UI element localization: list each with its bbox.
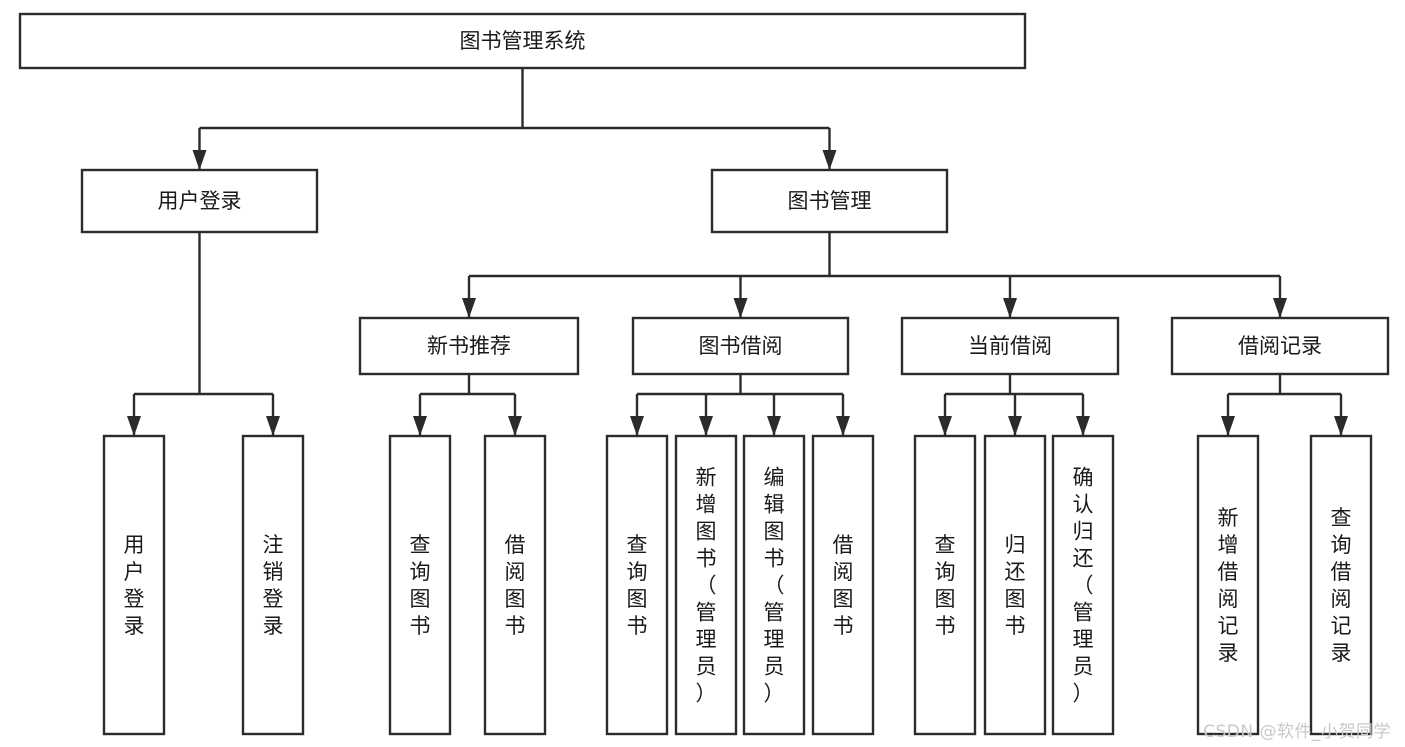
node-leaf-query-record[interactable]: 查询借阅记录 — [1309, 434, 1373, 736]
node-label: 新增图书（管理员） — [696, 466, 717, 706]
edge-arrowhead — [767, 416, 781, 436]
node-label: 借阅记录 — [1238, 334, 1322, 358]
node-box[interactable] — [483, 434, 547, 736]
edge-arrowhead — [192, 150, 207, 170]
node-label: 图书管理系统 — [460, 29, 586, 53]
node-box[interactable] — [900, 316, 1120, 376]
node-box[interactable] — [1170, 316, 1390, 376]
node-leaf-rec-query-book[interactable]: 查询图书 — [388, 434, 452, 736]
edge-arrowhead — [1003, 298, 1017, 318]
node-leaf-borrow-book[interactable]: 借阅图书 — [811, 434, 875, 736]
node-leaf-rec-borrow-book[interactable]: 借阅图书 — [483, 434, 547, 736]
node-root[interactable]: 图书管理系统 — [18, 12, 1027, 70]
edge-arrowhead — [462, 298, 476, 318]
node-label: 用户登录 — [158, 189, 242, 213]
node-box[interactable] — [102, 434, 166, 736]
node-box[interactable] — [1309, 434, 1373, 736]
node-label: 用户登录 — [124, 533, 145, 638]
node-label: 注销登录 — [263, 533, 284, 638]
node-box[interactable] — [18, 12, 1027, 70]
node-box[interactable] — [80, 168, 319, 234]
node-label: 归还图书 — [1005, 533, 1026, 638]
node-label: 新书推荐 — [427, 334, 511, 358]
node-leaf-return-book[interactable]: 归还图书 — [983, 434, 1047, 736]
edge-arrowhead — [1334, 416, 1348, 436]
node-label: 新增借阅记录 — [1218, 506, 1239, 665]
node-box[interactable] — [605, 434, 669, 736]
node-box[interactable] — [913, 434, 977, 736]
edge-arrowhead — [413, 416, 427, 436]
node-book-manage[interactable]: 图书管理 — [710, 168, 949, 234]
node-current-borrow[interactable]: 当前借阅 — [900, 316, 1120, 376]
node-label: 图书管理 — [788, 189, 872, 213]
edge-arrowhead — [699, 416, 713, 436]
node-box[interactable] — [742, 434, 806, 736]
node-label: 当前借阅 — [968, 334, 1052, 358]
edge-arrowhead — [1008, 416, 1022, 436]
edge-arrowhead — [733, 298, 748, 318]
edge-arrowhead — [127, 416, 141, 436]
node-box[interactable] — [710, 168, 949, 234]
node-book-borrow[interactable]: 图书借阅 — [631, 316, 850, 376]
node-box[interactable] — [983, 434, 1047, 736]
node-box[interactable] — [811, 434, 875, 736]
node-label: 查询图书 — [935, 533, 956, 638]
node-box[interactable] — [241, 434, 305, 736]
edge-arrowhead — [1076, 416, 1090, 436]
node-box[interactable] — [674, 434, 738, 736]
node-leaf-user-login[interactable]: 用户登录 — [102, 434, 166, 736]
edge-arrowhead — [508, 416, 522, 436]
node-user-login[interactable]: 用户登录 — [80, 168, 319, 234]
node-leaf-add-record[interactable]: 新增借阅记录 — [1196, 434, 1260, 736]
node-label: 编辑图书（管理员） — [764, 466, 785, 706]
node-box[interactable] — [358, 316, 580, 376]
edge-arrowhead — [938, 416, 952, 436]
edge-arrowhead — [266, 416, 280, 436]
node-new-book-rec[interactable]: 新书推荐 — [358, 316, 580, 376]
edge-arrowhead — [836, 416, 850, 436]
edge-arrowhead — [630, 416, 644, 436]
node-box[interactable] — [1196, 434, 1260, 736]
node-box[interactable] — [1051, 434, 1115, 736]
node-label: 借阅图书 — [505, 533, 526, 638]
node-label: 查询借阅记录 — [1331, 506, 1352, 665]
node-label: 借阅图书 — [833, 533, 854, 638]
edge-arrowhead — [1273, 298, 1287, 318]
node-leaf-confirm-return[interactable]: 确认归还（管理员） — [1051, 434, 1115, 736]
node-label: 查询图书 — [627, 533, 648, 638]
node-leaf-borrow-query-book[interactable]: 查询图书 — [605, 434, 669, 736]
node-label: 查询图书 — [410, 533, 431, 638]
node-box[interactable] — [388, 434, 452, 736]
node-borrow-record[interactable]: 借阅记录 — [1170, 316, 1390, 376]
node-leaf-cur-query-book[interactable]: 查询图书 — [913, 434, 977, 736]
edge-arrowhead — [822, 150, 837, 170]
node-box[interactable] — [631, 316, 850, 376]
node-leaf-edit-book[interactable]: 编辑图书（管理员） — [742, 434, 806, 736]
node-label: 图书借阅 — [699, 334, 783, 358]
watermark-label: CSDN @软件_小贺同学 — [1203, 722, 1391, 742]
node-leaf-user-logout[interactable]: 注销登录 — [241, 434, 305, 736]
node-leaf-add-book[interactable]: 新增图书（管理员） — [674, 434, 738, 736]
node-label: 确认归还（管理员） — [1073, 466, 1094, 706]
edge-arrowhead — [1221, 416, 1235, 436]
